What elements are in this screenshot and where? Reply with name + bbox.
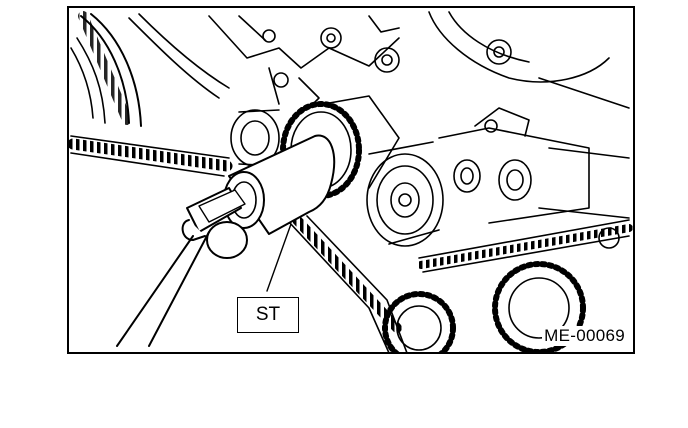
callout-box: ST <box>237 297 299 333</box>
bracket-bolts <box>438 107 630 224</box>
special-tool <box>116 134 336 347</box>
belt-upper-run <box>128 13 230 99</box>
engine-housing <box>208 11 630 109</box>
callout-leader <box>266 223 292 292</box>
lower-sprockets <box>382 227 620 352</box>
belt-lower-run <box>288 215 633 352</box>
right-idler-pulley <box>366 141 444 247</box>
timing-belt-illustration <box>69 11 633 352</box>
left-sprocket <box>70 11 142 127</box>
figure-frame: ST ME-00069 <box>67 6 635 354</box>
callout-label: ST <box>255 304 281 325</box>
belt-left-run <box>69 135 233 177</box>
figure-id: ME-00069 <box>542 326 627 346</box>
